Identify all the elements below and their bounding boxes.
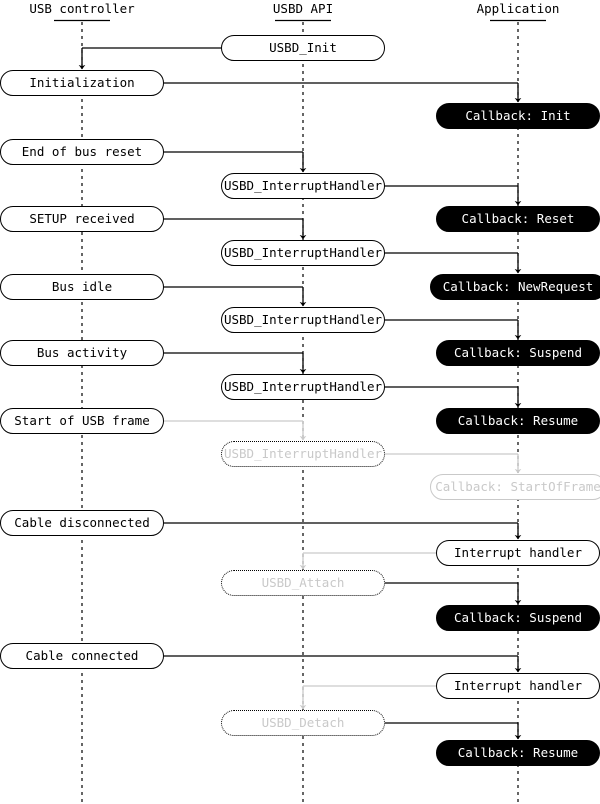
node-n10[interactable]: Bus idle bbox=[0, 274, 164, 300]
node-label: Initialization bbox=[29, 74, 135, 90]
node-label: USBD_InterruptHandler bbox=[223, 177, 383, 193]
node-n07[interactable]: SETUP received bbox=[0, 206, 164, 232]
lifeline-header-usb: USB controller bbox=[29, 1, 135, 16]
node-n09[interactable]: Callback: NewRequest bbox=[430, 274, 600, 300]
node-n16[interactable]: Start of USB frame bbox=[0, 408, 164, 434]
node-n06[interactable]: Callback: Reset bbox=[436, 206, 600, 232]
node-n26[interactable]: Callback: Resume bbox=[436, 740, 600, 766]
node-n25[interactable]: USBD_Detach bbox=[221, 710, 385, 736]
node-label: Callback: NewRequest bbox=[442, 278, 594, 294]
node-label: USBD_Init bbox=[269, 39, 337, 55]
node-n17[interactable]: USBD_InterruptHandler bbox=[221, 441, 385, 467]
node-label: Cable disconnected bbox=[14, 514, 150, 530]
node-label: USBD_InterruptHandler bbox=[223, 244, 383, 260]
node-n23[interactable]: Cable connected bbox=[0, 643, 164, 669]
node-n08[interactable]: USBD_InterruptHandler bbox=[221, 240, 385, 266]
node-label: Cable connected bbox=[25, 647, 139, 663]
node-label: USBD_InterruptHandler bbox=[223, 445, 383, 461]
node-label: End of bus reset bbox=[21, 143, 143, 159]
node-label: Callback: Resume bbox=[457, 412, 579, 428]
node-label: USBD_InterruptHandler bbox=[223, 378, 383, 394]
node-label: Interrupt handler bbox=[454, 677, 582, 693]
node-n04[interactable]: End of bus reset bbox=[0, 139, 164, 165]
node-n24[interactable]: Interrupt handler bbox=[436, 673, 600, 699]
node-n05[interactable]: USBD_InterruptHandler bbox=[221, 173, 385, 199]
node-label: USBD_InterruptHandler bbox=[223, 311, 383, 327]
node-n03[interactable]: Callback: Init bbox=[436, 103, 600, 129]
node-label: Callback: StartOfFrame bbox=[435, 478, 600, 494]
node-n18[interactable]: Callback: StartOfFrame bbox=[430, 474, 600, 500]
lifeline-header-api: USBD API bbox=[272, 1, 334, 16]
lifeline-header-app: Application bbox=[476, 1, 560, 16]
node-n12[interactable]: Callback: Suspend bbox=[436, 340, 600, 366]
node-n22[interactable]: Callback: Suspend bbox=[436, 605, 600, 631]
node-n02[interactable]: Initialization bbox=[0, 70, 164, 96]
node-n11[interactable]: USBD_InterruptHandler bbox=[221, 307, 385, 333]
node-label: USBD_Attach bbox=[261, 574, 345, 590]
node-label: Callback: Init bbox=[465, 107, 571, 123]
node-n20[interactable]: Interrupt handler bbox=[436, 540, 600, 566]
node-label: USBD_Detach bbox=[261, 714, 345, 730]
node-label: Start of USB frame bbox=[14, 412, 150, 428]
node-label: Callback: Reset bbox=[461, 210, 575, 226]
node-n01[interactable]: USBD_Init bbox=[221, 35, 385, 61]
node-label: Callback: Suspend bbox=[454, 609, 582, 625]
node-n14[interactable]: USBD_InterruptHandler bbox=[221, 374, 385, 400]
node-label: Callback: Suspend bbox=[454, 344, 582, 360]
node-n13[interactable]: Bus activity bbox=[0, 340, 164, 366]
node-label: SETUP received bbox=[29, 210, 135, 226]
node-n19[interactable]: Cable disconnected bbox=[0, 510, 164, 536]
node-n21[interactable]: USBD_Attach bbox=[221, 570, 385, 596]
node-label: Callback: Resume bbox=[457, 744, 579, 760]
node-label: Bus idle bbox=[51, 278, 113, 294]
node-label: Interrupt handler bbox=[454, 544, 582, 560]
node-n15[interactable]: Callback: Resume bbox=[436, 408, 600, 434]
node-label: Bus activity bbox=[36, 344, 128, 360]
